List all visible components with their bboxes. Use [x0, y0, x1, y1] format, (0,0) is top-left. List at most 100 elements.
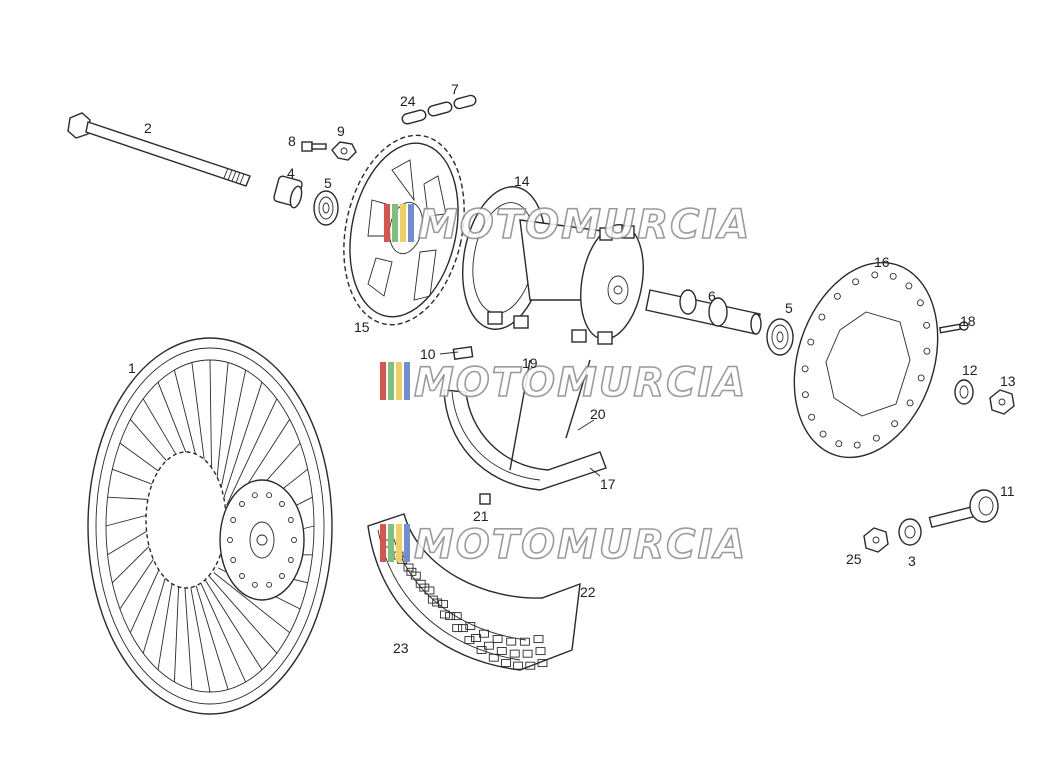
axle-sleeve-part: [645, 289, 762, 335]
label-14: 14: [514, 173, 530, 189]
nut-13-part: [989, 389, 1015, 415]
label-11: 11: [1000, 483, 1015, 499]
wheel-spoke: [187, 574, 211, 693]
bearing-right-part: [766, 318, 794, 356]
sprocket-nut-part: [331, 141, 357, 161]
tread-block: [533, 635, 544, 644]
wheel-spoke: [198, 577, 247, 683]
wheel-disc-hole: [239, 501, 245, 507]
disc-hole: [916, 299, 924, 307]
disc-hole: [808, 413, 816, 421]
wheel-spoke: [219, 369, 247, 492]
tread-block: [525, 661, 536, 670]
label-19: 19: [522, 355, 538, 371]
label-1: 1: [128, 360, 136, 376]
disc-hole: [852, 278, 860, 286]
disc-hole: [833, 292, 841, 300]
label-6: 6: [708, 288, 716, 304]
washer-12-part: [954, 379, 974, 405]
disc-hole: [801, 365, 809, 373]
tread-block: [496, 647, 507, 655]
tread-block: [445, 612, 456, 621]
tread-block: [451, 612, 462, 621]
wheel-disc-hole: [279, 573, 285, 579]
svg-text:MOTOMURCIA: MOTOMURCIA: [418, 202, 751, 248]
valve-21-part: [479, 493, 491, 505]
wheel-disc-hole: [230, 557, 237, 563]
label-8: 8: [288, 133, 296, 149]
disc-hole: [872, 434, 880, 442]
tread-block: [522, 649, 533, 658]
wheel-spoke: [213, 572, 290, 634]
label-7: 7: [451, 81, 459, 97]
svg-text:MOTOMURCIA: MOTOMURCIA: [414, 360, 747, 406]
wheel-disc-hole: [251, 581, 258, 588]
label-24: 24: [400, 93, 416, 109]
label-15: 15: [354, 319, 370, 335]
chain-link-part: [401, 94, 477, 125]
tread-block: [415, 579, 426, 588]
tread-block: [501, 659, 511, 667]
disc-hole: [923, 321, 931, 329]
label-4: 4: [287, 165, 295, 181]
wheel-disc-hole: [287, 517, 294, 523]
tread-block: [479, 629, 489, 638]
disc-hole: [906, 399, 914, 407]
tread-block: [519, 637, 530, 646]
disc-hole: [818, 313, 826, 321]
tread-block: [452, 624, 463, 633]
disc-hole: [923, 347, 931, 355]
tread-block: [513, 661, 524, 670]
tread-block: [406, 567, 417, 576]
wheel-spoke: [215, 362, 229, 487]
tread-block: [464, 636, 475, 645]
wheel-spoke: [226, 398, 278, 506]
label-21: 21: [473, 508, 489, 524]
label-10: 10: [420, 346, 436, 362]
disc-hole: [905, 282, 913, 290]
tread-block: [471, 634, 481, 642]
wheel-disc-hole: [266, 581, 273, 588]
label-25: 25: [846, 551, 862, 567]
label-5a: 5: [324, 175, 332, 191]
disc-hole: [917, 374, 925, 382]
rear-hub-part: [461, 186, 644, 345]
wheel-disc-hole: [291, 537, 297, 543]
wheel-spoke: [223, 382, 263, 499]
label-5b: 5: [785, 300, 793, 316]
washer-3-part: [898, 518, 922, 546]
wheel-spoke: [183, 569, 193, 690]
tread-block: [483, 641, 494, 650]
tread-block: [506, 637, 517, 646]
spacer-part: [273, 175, 303, 209]
label-23: 23: [393, 640, 409, 656]
tread-block: [537, 659, 548, 668]
tread-block: [488, 653, 499, 662]
wheel-disc-hole: [287, 557, 294, 563]
disc-hole: [819, 430, 827, 438]
nut-25-part: [863, 527, 889, 553]
tread-block: [458, 624, 468, 633]
label-16: 16: [874, 254, 890, 270]
watermark-bottom: MOTOMURCIA: [380, 521, 746, 569]
disc-hole: [871, 271, 879, 279]
tread-block: [424, 586, 435, 595]
disc-bolt-part: [938, 321, 969, 334]
tread-block: [509, 649, 520, 658]
bearing-left-part: [313, 190, 339, 226]
label-12: 12: [962, 362, 978, 378]
brake-disc-part: [793, 261, 939, 459]
axle-part: [67, 112, 251, 187]
disc-hole: [801, 391, 809, 399]
disc-hole: [807, 338, 815, 346]
disc-hole: [889, 272, 897, 280]
sprocket-bolt-part: [301, 141, 327, 152]
wheel-spoke: [203, 577, 263, 671]
tread-block: [465, 622, 476, 630]
label-22: 22: [580, 584, 596, 600]
chain-tensioner-part: [928, 489, 999, 529]
tread-block: [476, 646, 487, 654]
leader-lines: [439, 351, 601, 477]
label-20: 20: [590, 406, 606, 422]
